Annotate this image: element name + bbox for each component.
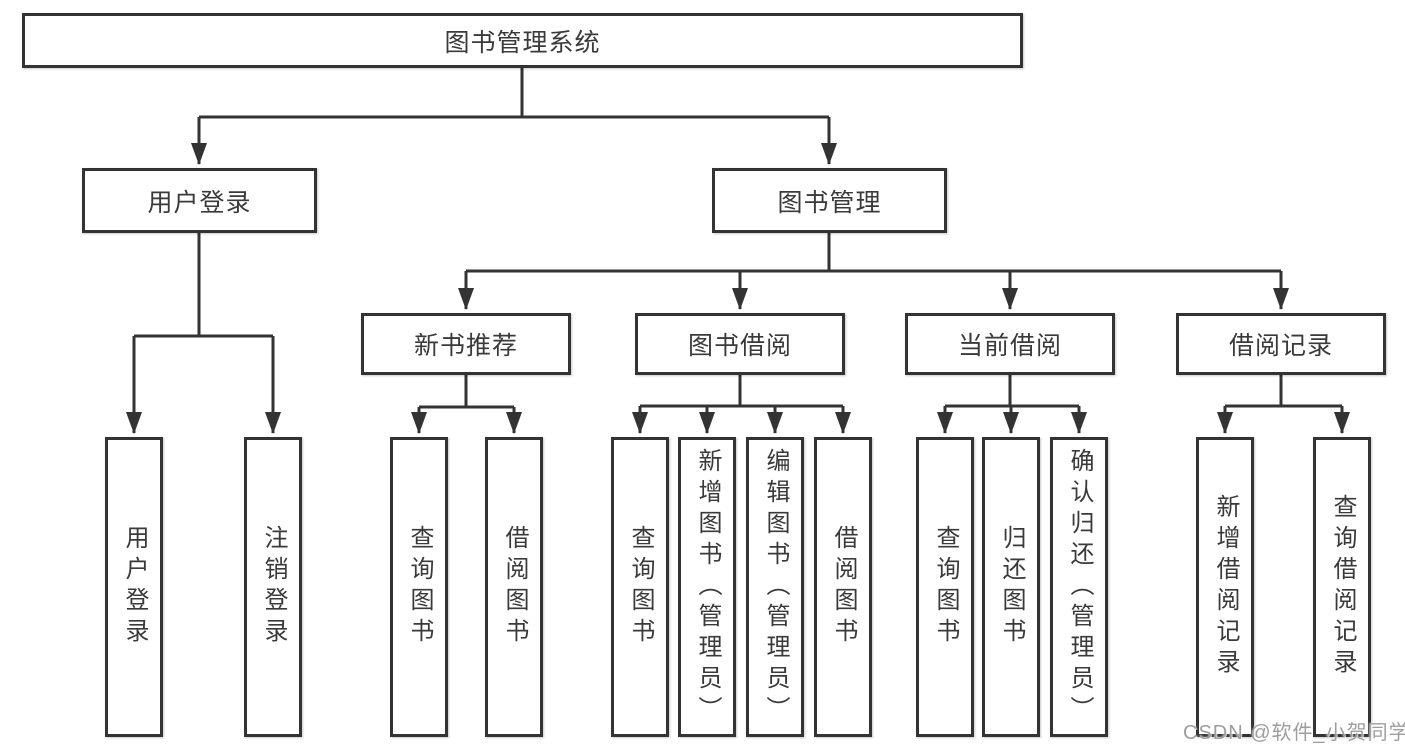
leaf-return-book: 归还图书 <box>982 437 1040 737</box>
node-new-book-recommend: 新书推荐 <box>361 313 571 375</box>
leaf-query-borrow-record: 查询借阅记录 <box>1313 437 1371 737</box>
node-book-borrow: 图书借阅 <box>635 313 845 375</box>
node-book-management-module: 图书管理 <box>712 168 947 233</box>
leaf-recommend-query-book: 查询图书 <box>390 437 448 737</box>
node-user-login-module: 用户登录 <box>82 168 317 233</box>
leaf-borrow-query-book: 查询图书 <box>611 437 669 737</box>
leaf-add-book-admin: 新增图书（管理员） <box>678 437 736 737</box>
leaf-borrow-book: 借阅图书 <box>814 437 872 737</box>
leaf-edit-book-admin: 编辑图书（管理员） <box>746 437 804 737</box>
leaf-logout: 注销登录 <box>244 437 302 737</box>
leaf-confirm-return-admin: 确认归还（管理员） <box>1050 437 1108 737</box>
leaf-user-login: 用户登录 <box>105 437 163 737</box>
leaf-current-query-book: 查询图书 <box>916 437 974 737</box>
node-borrow-records: 借阅记录 <box>1176 313 1386 375</box>
csdn-watermark: CSDN @软件_小贺同学 <box>1183 722 1405 744</box>
leaf-recommend-borrow-book: 借阅图书 <box>485 437 543 737</box>
node-system-root: 图书管理系统 <box>22 13 1023 68</box>
node-current-borrow: 当前借阅 <box>905 313 1115 375</box>
leaf-add-borrow-record: 新增借阅记录 <box>1196 437 1254 737</box>
